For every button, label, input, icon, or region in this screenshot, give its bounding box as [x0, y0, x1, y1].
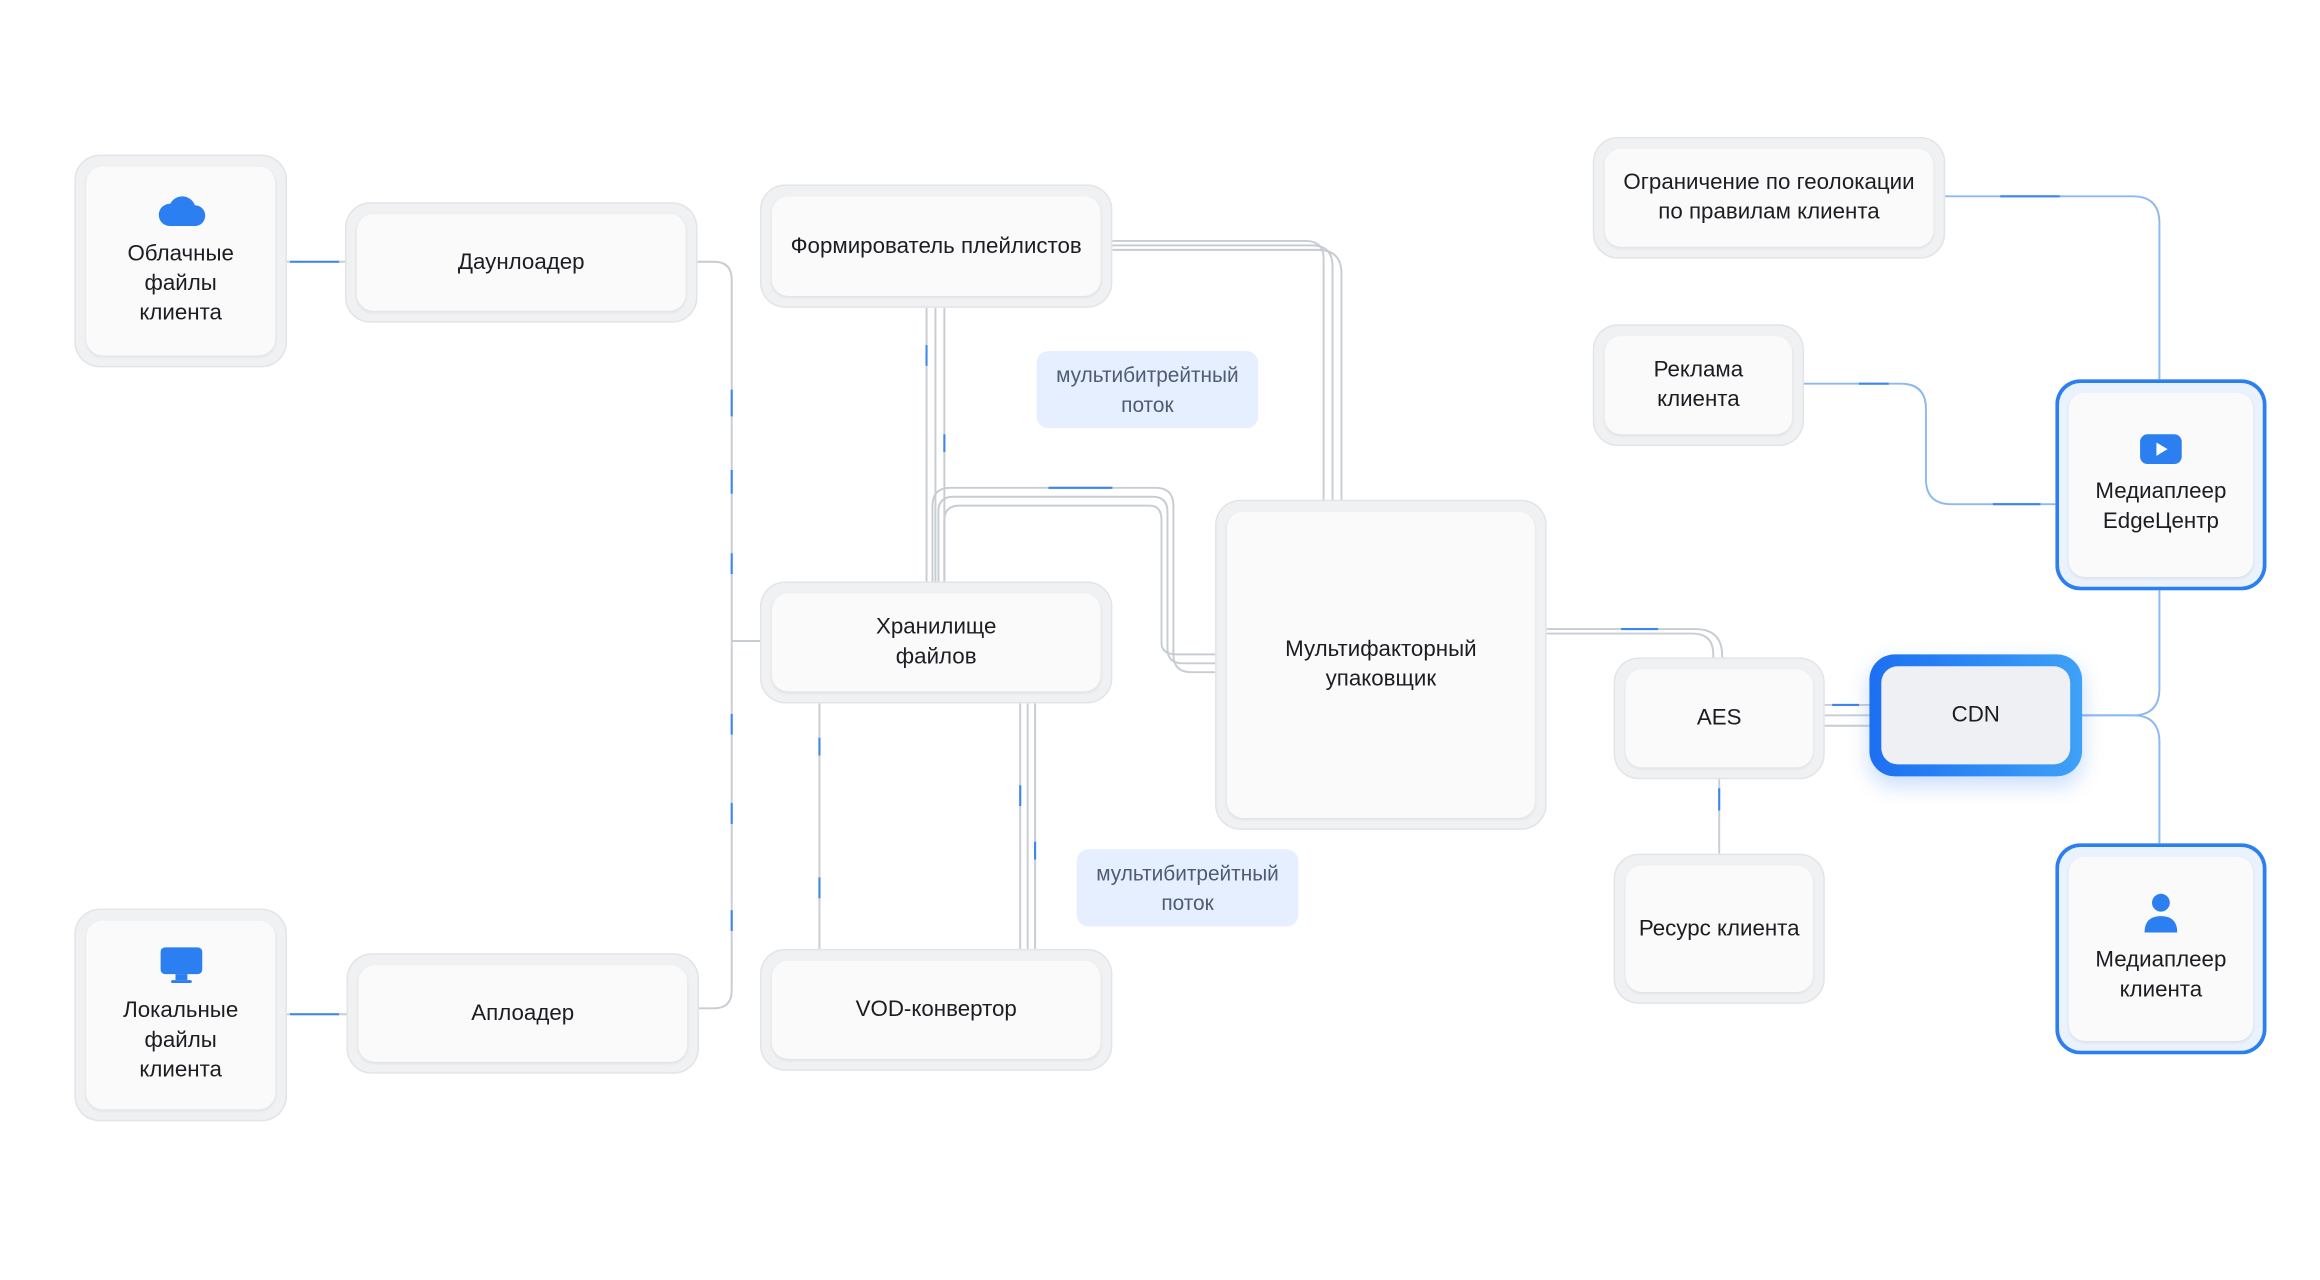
client-resource-label: Ресурс клиента [1638, 915, 1800, 941]
file-storage-node: Хранилище файлов [759, 581, 1113, 704]
vod-converter-node: VOD-конвертор [759, 948, 1113, 1071]
playlist-builder-label: Формирователь плейлистов [790, 232, 1082, 259]
downloader-label: Даунлоадер [457, 249, 585, 275]
aes-label: AES [1696, 704, 1742, 731]
uploader-label: Аплоадер [471, 1000, 575, 1026]
local-files-label: Локальные файлы клиента [123, 997, 239, 1082]
cdn-label: CDN [1951, 701, 2000, 728]
cloud-icon [158, 195, 205, 226]
file-storage-label: Хранилище файлов [875, 614, 997, 670]
client-ads-label: Реклама клиента [1653, 356, 1744, 412]
client-player-label: Медиаплеер клиента [2095, 947, 2227, 1003]
multi-packager-label: Мультифакторный упаковщик [1285, 636, 1477, 692]
local-files-node: Локальные файлы клиента [74, 908, 288, 1122]
playlist-builder-node: Формирователь плейлистов [759, 184, 1113, 308]
monitor-icon [159, 946, 202, 983]
cdn-node: CDN [1869, 654, 2083, 777]
multibitrate-tag-top: мультибитрейтный поток [1036, 350, 1259, 429]
edge-player-node: Медиаплеер EdgeЦентр [2055, 379, 2267, 591]
play-icon [2140, 434, 2182, 465]
multi-packager-node: Мультифакторный упаковщик [1215, 499, 1547, 830]
aes-node: AES [1613, 657, 1825, 780]
geo-restriction-label: Ограничение по геолокации по правилам кл… [1623, 169, 1915, 225]
client-ads-node: Реклама клиента [1592, 324, 1804, 447]
vod-converter-label: VOD-конвертор [855, 996, 1017, 1022]
cloud-files-node: Облачные файлы клиента [74, 154, 288, 368]
edge-player-label: Медиаплеер EdgeЦентр [2095, 478, 2227, 534]
client-player-node: Медиаплеер клиента [2055, 843, 2267, 1055]
downloader-node: Даунлоадер [345, 202, 698, 323]
uploader-node: Аплоадер [346, 953, 699, 1074]
cloud-files-label: Облачные файлы клиента [127, 240, 234, 325]
multibitrate-tag-bottom: мультибитрейтный поток [1076, 849, 1299, 927]
client-resource-node: Ресурс клиента [1613, 853, 1825, 1004]
geo-restriction-node: Ограничение по геолокации по правилам кл… [1592, 136, 1946, 259]
user-icon [2144, 893, 2178, 933]
